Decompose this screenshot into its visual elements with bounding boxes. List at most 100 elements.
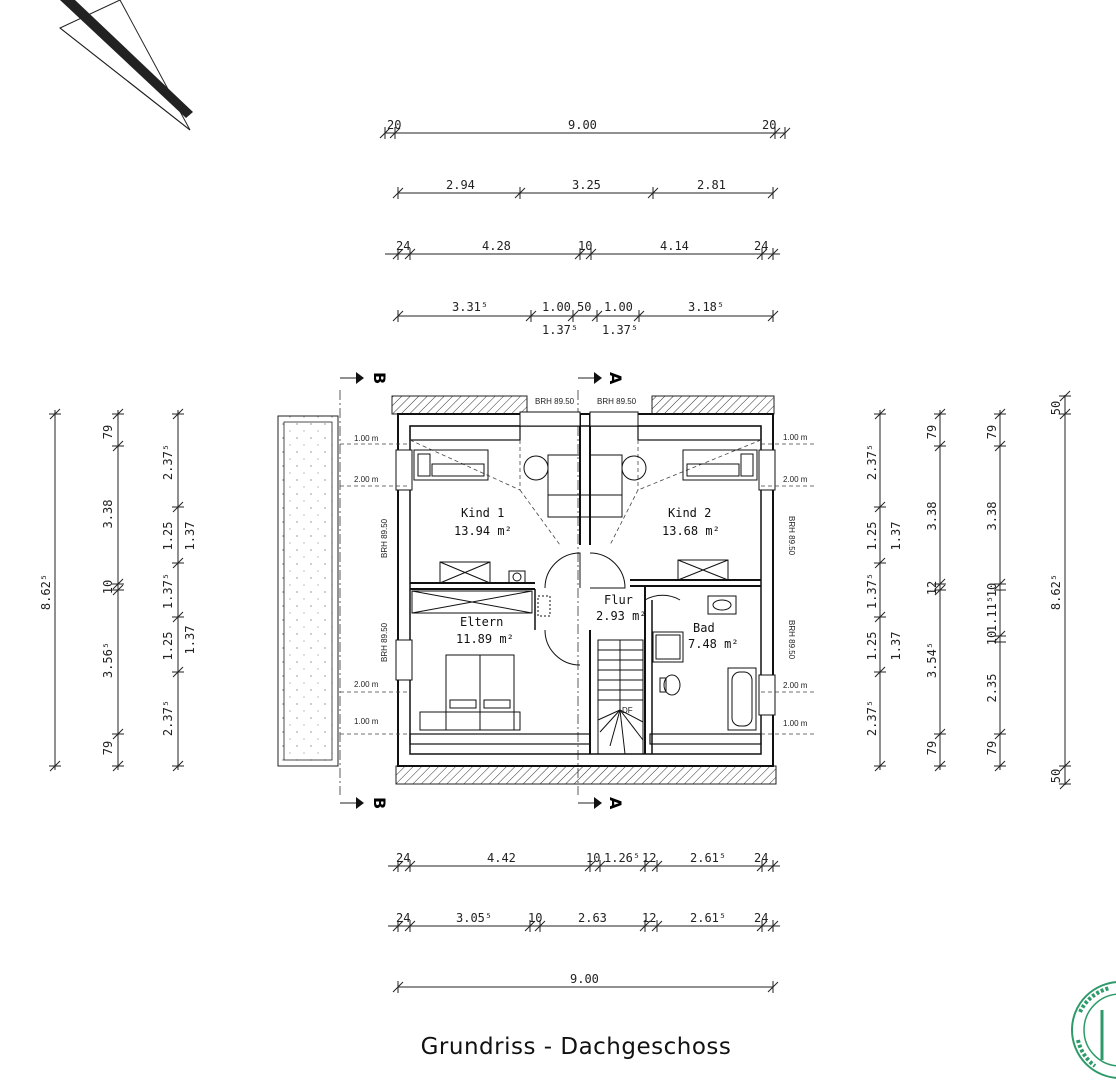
north-arrow-icon [59, 0, 193, 131]
dim-text: 12 [642, 851, 656, 865]
dim-text: 1.37⁵ [542, 323, 578, 337]
room-area: 2.93 m² [596, 609, 647, 623]
section-label: A [606, 372, 625, 385]
df-label: DF [622, 706, 633, 715]
brh-label: BRH 89.50 [535, 397, 575, 406]
dim-text: 50 [1049, 401, 1063, 415]
dim-text: 3.38 [925, 502, 939, 531]
section-arrow-icon [356, 797, 364, 809]
dim-text: 79 [925, 425, 939, 439]
dim-text: 10 [985, 631, 999, 645]
dim-text: 24 [396, 239, 410, 253]
dim-text: 2.37⁵ [865, 700, 879, 736]
dim-text: 1.37 [183, 626, 197, 655]
dim-text: 1.37 [889, 522, 903, 551]
architect-stamp-icon [1071, 981, 1116, 1079]
dim-text: 8.62⁵ [39, 574, 53, 610]
room-name: Eltern [460, 615, 503, 629]
room-area: 13.94 m² [454, 524, 512, 538]
dim-text: 50 [577, 300, 591, 314]
room-name: Kind 2 [668, 506, 711, 520]
brh-label: BRH 89.50 [380, 622, 389, 662]
dim-text: 1.37 [889, 632, 903, 661]
dim-text: 9.00 [570, 972, 599, 986]
dim-text: 1.26⁵ [604, 851, 640, 865]
dim-text: 79 [985, 425, 999, 439]
dim-text: 79 [101, 425, 115, 439]
dim-text: 1.25 [161, 632, 175, 661]
brh-label: BRH 89.50 [787, 620, 796, 660]
drawing-title: Grundriss - Dachgeschoss [420, 1034, 732, 1060]
section-label: A [606, 797, 625, 810]
room-name: Kind 1 [461, 506, 504, 520]
room-area: 13.68 m² [662, 524, 720, 538]
room-labels: Kind 1 13.94 m² Kind 2 13.68 m² Eltern 1… [454, 506, 739, 651]
dim-text: 2.37⁵ [865, 444, 879, 480]
dim-text: 1.25 [161, 522, 175, 551]
section-arrow-icon [356, 372, 364, 384]
dim-text: 20 [762, 118, 776, 132]
room-name: Bad [693, 621, 715, 635]
dim-text: 10 [528, 911, 542, 925]
dim-text: 24 [396, 851, 410, 865]
dim-text: 79 [985, 741, 999, 755]
dim-text: 3.38 [985, 502, 999, 531]
height-label: 2.00 m [354, 680, 379, 689]
dim-text: 2.81 [697, 178, 726, 192]
section-arrow-icon [594, 797, 602, 809]
bottom-dimension-chains: 24 4.42 10 1.26⁵ 12 2.61⁵ 24 24 3.05⁵ 10… [388, 851, 780, 993]
dim-text: 3.18⁵ [688, 300, 724, 314]
dim-text: 4.28 [482, 239, 511, 253]
dim-text: 1.11⁵ [985, 596, 999, 632]
dim-text: 10 [586, 851, 600, 865]
left-dimension-chains: 8.62⁵ 79 3.38 10 3.56⁵ 79 2.37⁵ 1.25 1.3… [39, 408, 197, 772]
dim-text: 24 [396, 911, 410, 925]
dim-text: 24 [754, 239, 768, 253]
dim-text: 1.37⁵ [865, 573, 879, 609]
dim-text: 3.05⁵ [456, 911, 492, 925]
dim-text: 20 [387, 118, 401, 132]
building-outline: DF BRH 89.50 BRH 89.50 BRH 89.50 BRH 89.… [277, 395, 815, 785]
dim-text: 4.42 [487, 851, 516, 865]
top-dimension-chains: 20 9.00 20 2.94 3.25 2.81 24 4.28 10 4.1… [379, 118, 791, 337]
dim-text: 24 [754, 911, 768, 925]
dim-text: 2.63 [578, 911, 607, 925]
dim-text: 1.37 [183, 522, 197, 551]
dim-text: 3.25 [572, 178, 601, 192]
height-label: 1.00 m [783, 433, 808, 442]
height-label: 1.00 m [354, 434, 379, 443]
dim-text: 1.37⁵ [161, 573, 175, 609]
brh-label: BRH 89.50 [597, 397, 637, 406]
dim-text: 24 [754, 851, 768, 865]
dim-text: 8.62⁵ [1049, 574, 1063, 610]
dim-text: 1.00 [604, 300, 633, 314]
room-area: 7.48 m² [688, 637, 739, 651]
dim-text: 3.54⁵ [925, 642, 939, 678]
height-label: 1.00 m [783, 719, 808, 728]
height-label: 2.00 m [354, 475, 379, 484]
dim-text: 4.14 [660, 239, 689, 253]
dim-text: 3.56⁵ [101, 642, 115, 678]
section-label: B [370, 797, 389, 809]
height-label: 2.00 m [783, 681, 808, 690]
room-name: Flur [604, 593, 633, 607]
dim-text: 50 [1049, 769, 1063, 783]
dim-text: 2.35 [985, 674, 999, 703]
dim-text: 79 [101, 741, 115, 755]
dim-text: 10 [101, 580, 115, 594]
height-label: 2.00 m [783, 475, 808, 484]
dim-text: 2.94 [446, 178, 475, 192]
dim-text: 10 [578, 239, 592, 253]
dim-text: 2.37⁵ [161, 700, 175, 736]
dim-text: 3.38 [101, 500, 115, 529]
dim-text: 10 [985, 583, 999, 597]
dim-text: 1.25 [865, 522, 879, 551]
right-dimension-chains: 2.37⁵ 1.25 1.37⁵ 1.25 2.37⁵ 1.37 1.37 79… [865, 390, 1071, 790]
height-label: 1.00 m [354, 717, 379, 726]
dim-text: 9.00 [568, 118, 597, 132]
section-label: B [370, 372, 389, 384]
room-area: 11.89 m² [456, 632, 514, 646]
section-arrow-icon [594, 372, 602, 384]
dim-text: 12 [642, 911, 656, 925]
